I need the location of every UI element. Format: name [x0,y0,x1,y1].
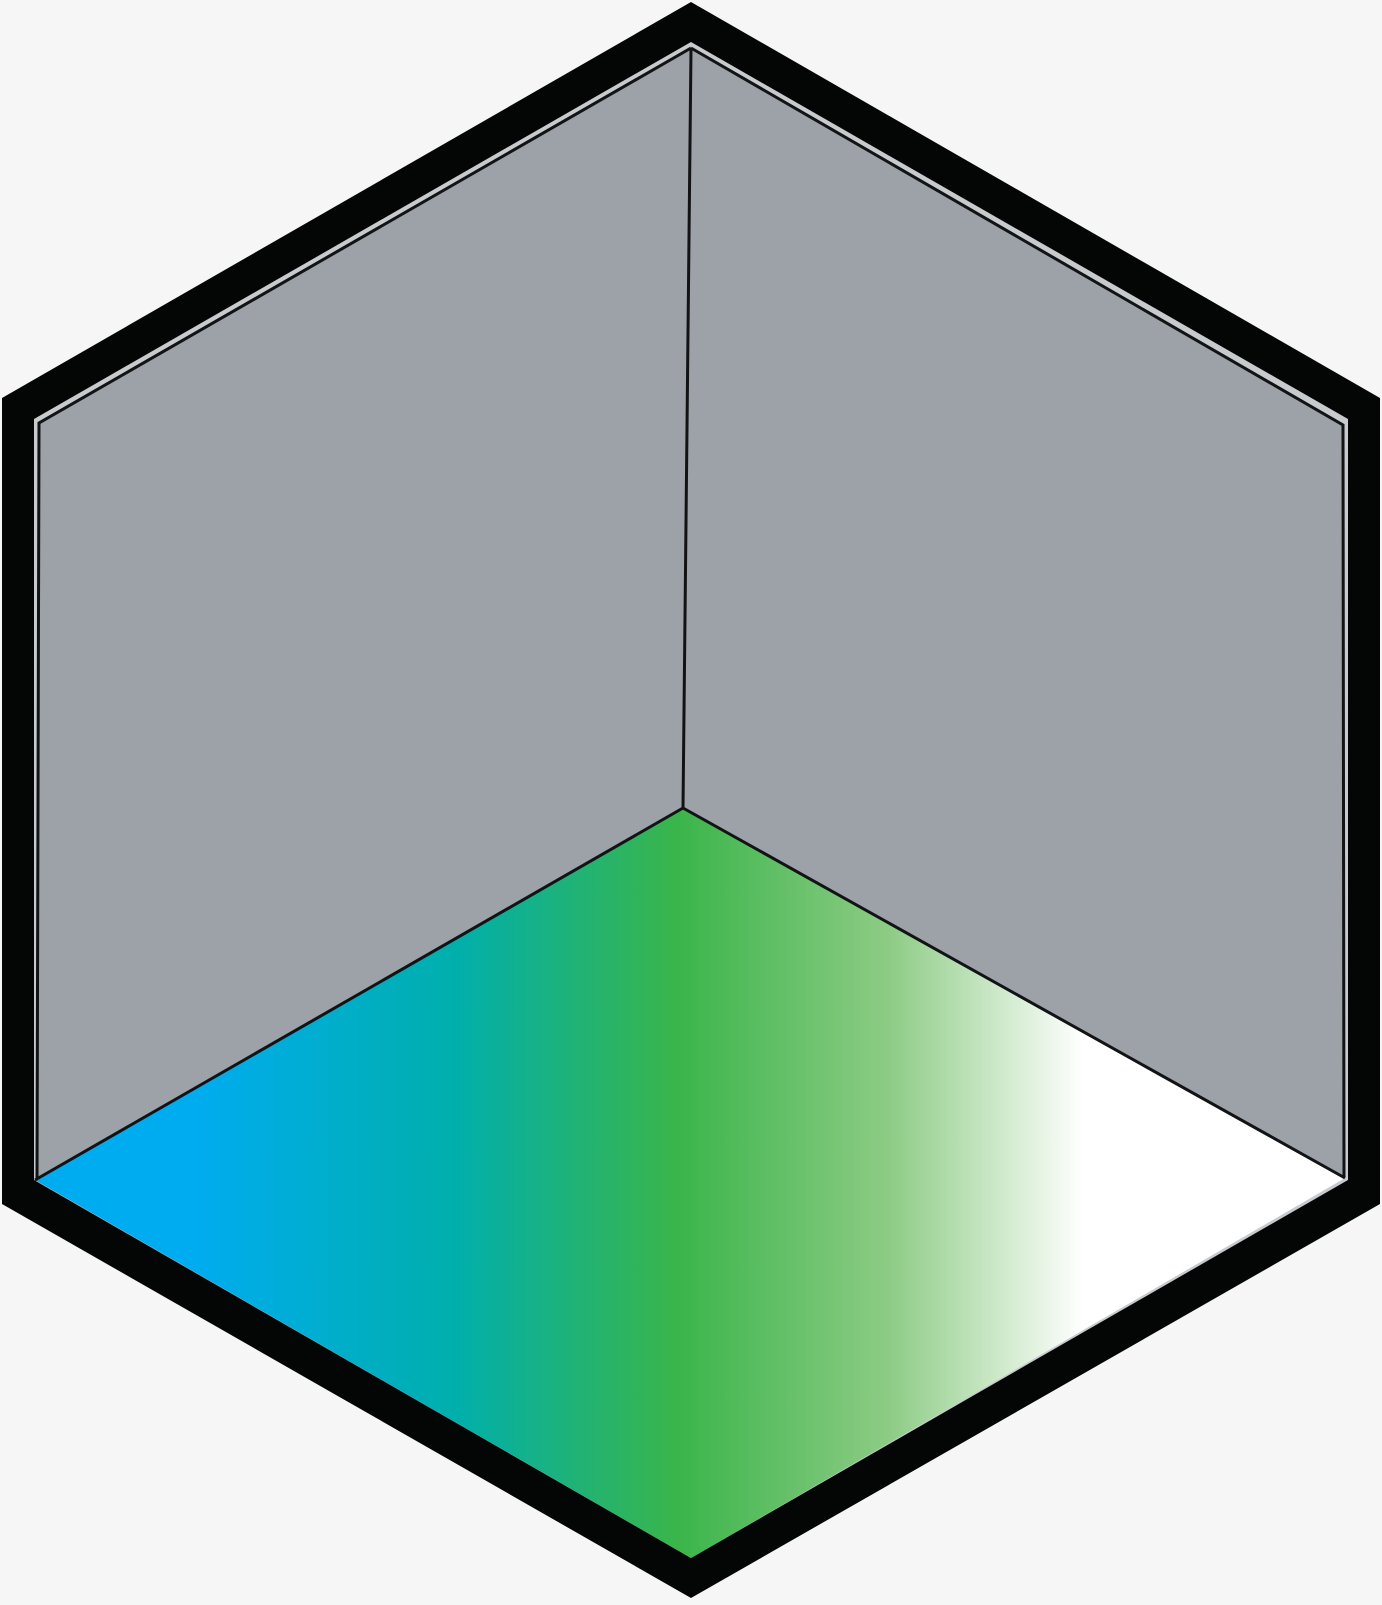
room-edges [34,46,1346,1182]
right-top-edge [690,46,1346,1178]
corner-edge [681,47,693,809]
floor-left-edge [34,806,684,1182]
left-top-edge [35,46,692,1179]
floor-right-edge [682,806,1346,1180]
